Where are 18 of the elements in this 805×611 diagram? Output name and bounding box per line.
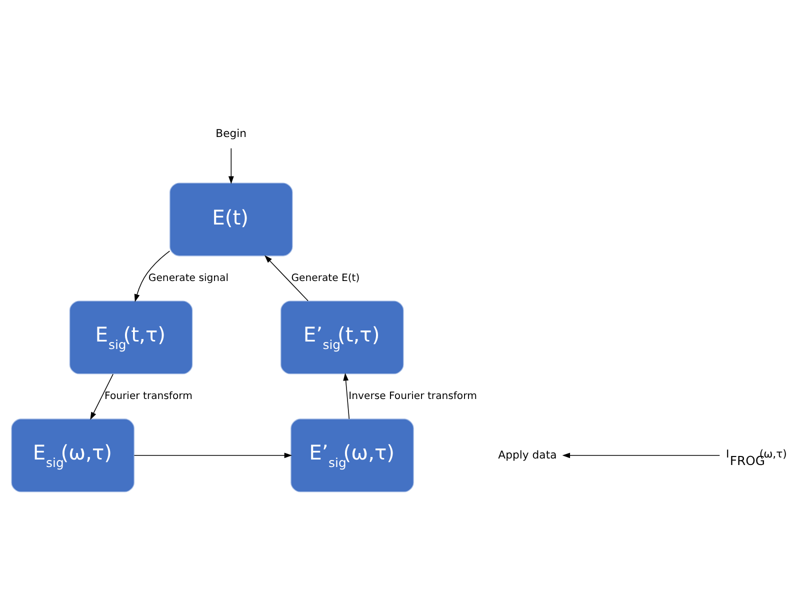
arrow bbox=[264, 254, 308, 301]
arrow bbox=[562, 452, 720, 458]
node-box: E$_{sig}$(ω,τ) bbox=[11, 418, 135, 492]
node-text: Begin bbox=[216, 126, 247, 140]
arrow bbox=[90, 373, 114, 420]
node-box: E(t) bbox=[169, 182, 293, 256]
arrow bbox=[134, 250, 170, 302]
arrow bbox=[134, 452, 292, 458]
arrow bbox=[228, 147, 234, 184]
arrow bbox=[343, 372, 350, 419]
edge-label: Fourier transform bbox=[104, 390, 192, 402]
edge-label: Generate E(t) bbox=[291, 272, 360, 284]
node-box: E’$_{sig}$(t,τ) bbox=[280, 300, 404, 374]
node-box: E’$_{sig}$(ω,τ) bbox=[290, 418, 414, 492]
edge-label: Generate signal bbox=[148, 272, 229, 284]
node-box: E$_{sig}$(t,τ) bbox=[69, 300, 193, 374]
edge-label: Inverse Fourier transform bbox=[348, 390, 477, 402]
node-text: Apply data bbox=[498, 448, 557, 461]
